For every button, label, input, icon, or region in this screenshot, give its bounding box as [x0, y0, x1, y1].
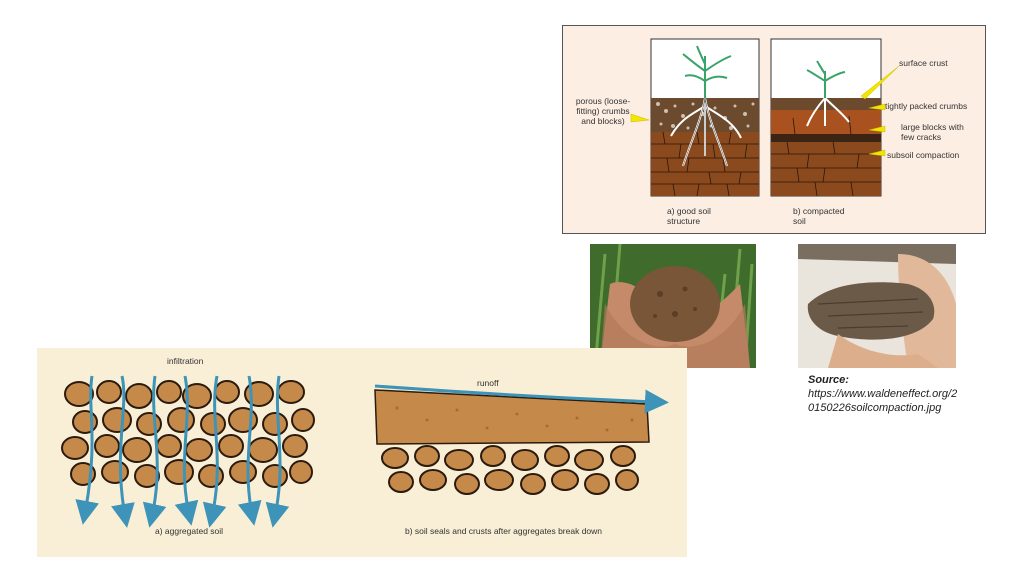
tightly-packed-label: tightly packed crumbs	[885, 101, 968, 111]
large-blocks-line-2: few cracks	[901, 132, 942, 142]
aggregates-b	[381, 445, 639, 495]
infiltration-label: infiltration	[167, 356, 204, 366]
soil-structure-diagram: porous (loose- fitting) crumbs and block…	[562, 25, 986, 234]
plant-icon	[682, 45, 732, 98]
plant-icon-compacted	[806, 60, 846, 98]
porous-label-line-2: fitting) crumbs	[576, 106, 630, 116]
infiltration-runoff-svg	[61, 375, 669, 528]
runoff-label: runoff	[477, 378, 499, 388]
porous-label: porous (loose- fitting) crumbs and block…	[567, 96, 639, 126]
subsoil-label: subsoil compaction	[887, 150, 960, 160]
soil-structure-svg	[630, 38, 900, 197]
source-citation: Source: https://www.waldeneffect.org/2 0…	[808, 373, 1008, 415]
panel-compacted-soil	[770, 38, 882, 197]
runoff-arrow	[374, 384, 669, 414]
panel-good-soil	[650, 38, 760, 197]
photo-compacted-soil	[798, 244, 956, 368]
source-label: Source:	[808, 374, 849, 386]
infiltration-arrows	[75, 375, 290, 528]
surface-crust-label: surface crust	[899, 58, 948, 68]
porous-label-line-3: and blocks)	[581, 116, 625, 126]
caption-compacted-line-2: soil	[793, 216, 806, 226]
source-url-line-1[interactable]: https://www.waldeneffect.org/2	[808, 388, 958, 400]
infiltration-runoff-diagram: infiltration runoff a) aggregated soil b…	[37, 348, 687, 557]
caption-compacted-soil: b) compacted soil	[793, 206, 873, 226]
large-blocks-label: large blocks with few cracks	[901, 122, 964, 142]
label-arrows	[630, 65, 900, 157]
source-url-line-2[interactable]: 0150226soilcompaction.jpg	[808, 402, 942, 414]
caption-good-soil-line-1: a) good soil	[667, 206, 711, 216]
photo-crumbly-soil	[590, 244, 756, 368]
caption-soil-seals: b) soil seals and crusts after aggregate…	[405, 526, 603, 536]
caption-compacted-line-1: b) compacted	[793, 206, 845, 216]
crust-layer	[374, 389, 650, 445]
caption-good-soil: a) good soil structure	[667, 206, 747, 226]
caption-aggregated-soil: a) aggregated soil	[155, 526, 224, 536]
large-blocks-line-1: large blocks with	[901, 122, 964, 132]
porous-label-line-1: porous (loose-	[575, 96, 631, 106]
caption-good-soil-line-2: structure	[667, 216, 701, 226]
